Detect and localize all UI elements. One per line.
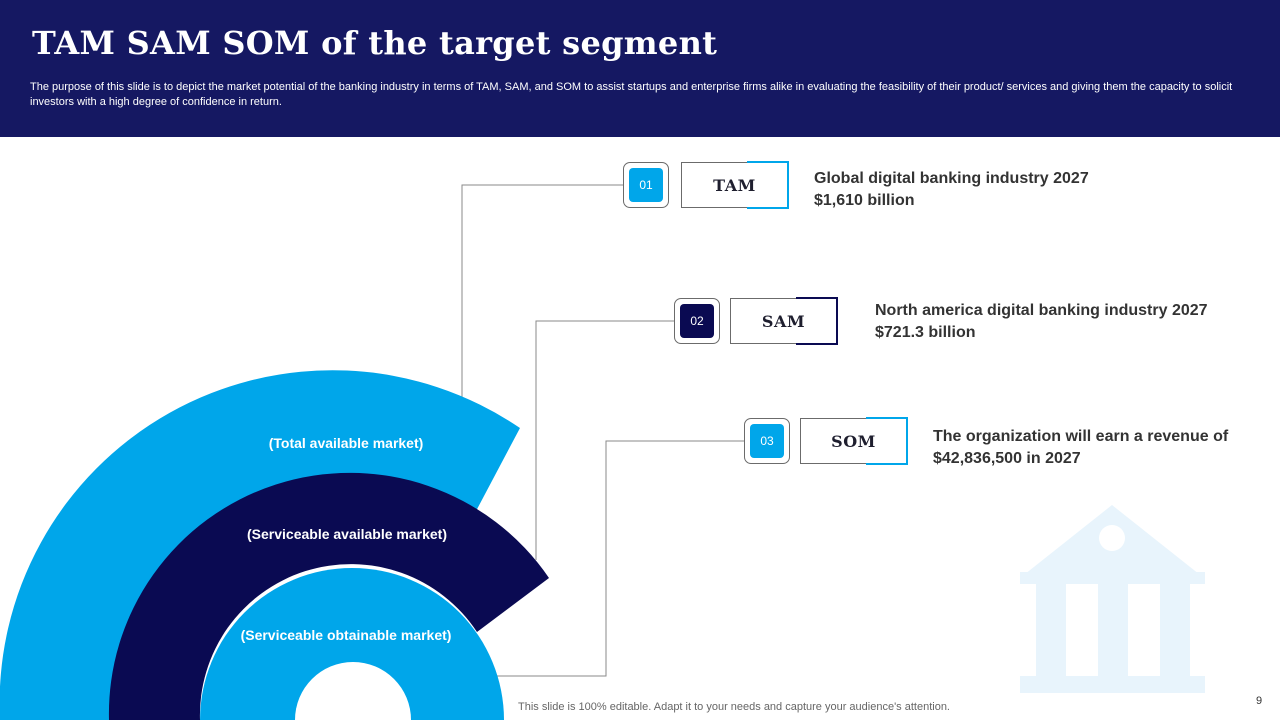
ring-label-serviceable: (Serviceable available market) — [246, 526, 448, 542]
connector-som — [492, 440, 744, 677]
tam-label: TAM — [713, 175, 756, 195]
som-arc — [200, 568, 504, 720]
sam-label: SAM — [761, 311, 806, 331]
tam-arc — [0, 370, 520, 720]
connector-tam — [461, 184, 623, 400]
tam-description-line1: Global digital banking industry 2027 — [814, 170, 1089, 187]
number-badge-sam: 02 — [674, 298, 720, 344]
som-description-line1: The organization will earn a revenue of — [933, 428, 1229, 445]
page-number: 9 — [1256, 695, 1263, 707]
accent-bracket — [866, 417, 908, 465]
connector-sam — [535, 320, 674, 560]
header-banner: TAM SAM SOM of the target segment The pu… — [0, 0, 1280, 137]
center-hole — [295, 662, 411, 720]
label-box-tam: TAM — [681, 161, 789, 209]
bank-building-icon — [1020, 505, 1205, 693]
accent-bracket — [796, 297, 838, 345]
ring-label-obtainable: (Serviceable obtainable market) — [240, 627, 452, 643]
sam-value: $721.3 billion — [875, 324, 976, 341]
accent-bracket — [747, 161, 789, 209]
number-label: 01 — [629, 168, 663, 202]
sam-arc — [108, 472, 549, 720]
tam-value: $1,610 billion — [814, 192, 915, 209]
som-description: The organization will earn a revenue of … — [933, 426, 1228, 470]
ring-label-total: (Total available market) — [268, 435, 424, 451]
label-box-sam: SAM — [730, 297, 838, 345]
number-label: 02 — [680, 304, 714, 338]
som-value: $42,836,500 in 2027 — [933, 450, 1081, 467]
number-badge-tam: 01 — [623, 162, 669, 208]
connector-lines — [461, 184, 744, 677]
footer-note: This slide is 100% editable. Adapt it to… — [518, 701, 950, 713]
label-box-som: SOM — [800, 417, 908, 465]
page-subtitle: The purpose of this slide is to depict t… — [30, 81, 1233, 108]
sam-description-line1: North america digital banking industry 2… — [875, 302, 1208, 319]
number-label: 03 — [750, 424, 784, 458]
page-title: TAM SAM SOM of the target segment — [32, 24, 718, 62]
number-badge-som: 03 — [744, 418, 790, 464]
tam-description: Global digital banking industry 2027 $1,… — [814, 168, 1089, 212]
sam-description: North america digital banking industry 2… — [875, 300, 1208, 344]
som-label: SOM — [831, 431, 876, 451]
